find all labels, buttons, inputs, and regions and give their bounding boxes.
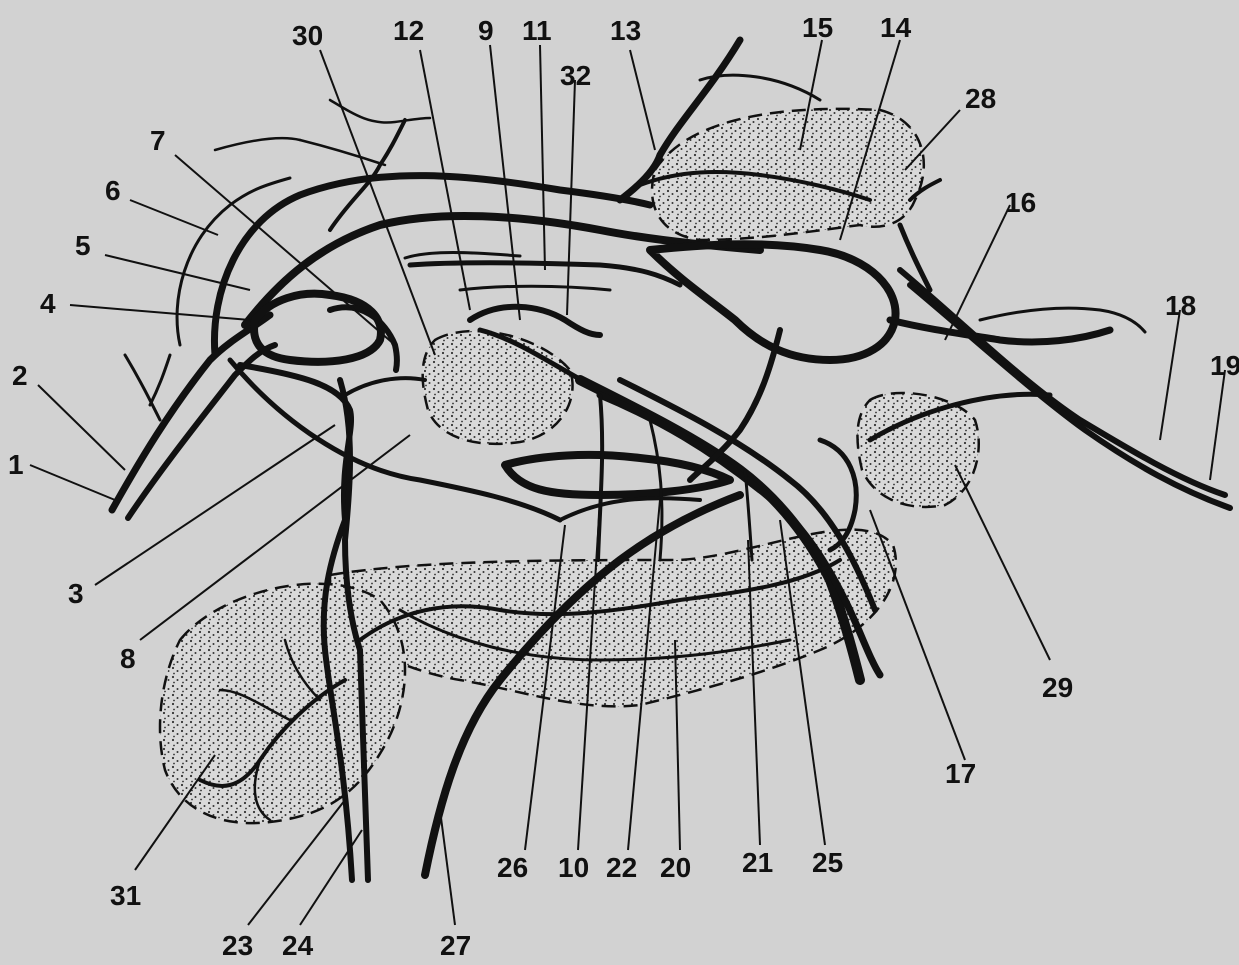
label-7: 7: [150, 125, 166, 156]
label-14: 14: [880, 12, 912, 43]
label-16: 16: [1005, 187, 1036, 218]
label-6: 6: [105, 175, 121, 206]
label-24: 24: [282, 930, 314, 961]
label-26: 26: [497, 852, 528, 883]
label-3: 3: [68, 578, 84, 609]
label-11: 11: [522, 15, 552, 46]
label-30: 30: [292, 20, 323, 51]
label-18: 18: [1165, 290, 1196, 321]
label-15: 15: [802, 12, 833, 43]
label-28: 28: [965, 83, 996, 114]
label-21: 21: [742, 847, 773, 878]
label-1: 1: [8, 449, 24, 480]
label-31: 31: [110, 880, 141, 911]
label-22: 22: [606, 852, 637, 883]
label-9: 9: [478, 15, 494, 46]
label-5: 5: [75, 230, 91, 261]
label-29: 29: [1042, 672, 1073, 703]
label-8: 8: [120, 643, 136, 674]
label-17: 17: [945, 758, 976, 789]
label-19: 19: [1210, 350, 1239, 381]
label-25: 25: [812, 847, 843, 878]
label-12: 12: [393, 15, 424, 46]
label-13: 13: [610, 15, 641, 46]
label-23: 23: [222, 930, 253, 961]
label-2: 2: [12, 360, 28, 391]
label-4: 4: [40, 288, 56, 319]
label-27: 27: [440, 930, 471, 961]
label-20: 20: [660, 852, 691, 883]
label-10: 10: [558, 852, 589, 883]
label-32: 32: [560, 60, 591, 91]
